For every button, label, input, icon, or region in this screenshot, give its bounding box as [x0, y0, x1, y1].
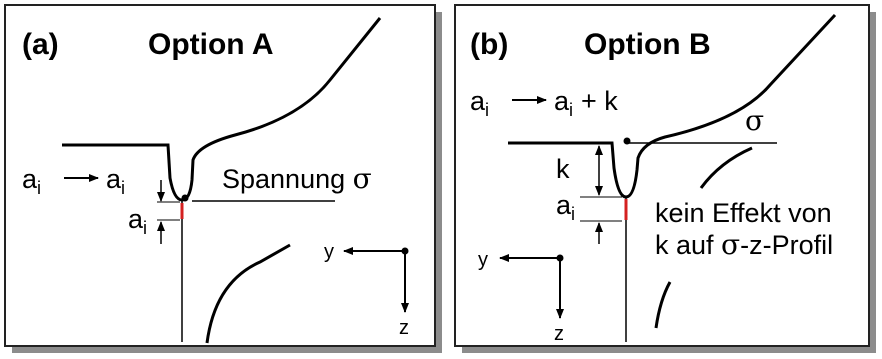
panel-b-frame	[454, 4, 870, 347]
panel-a-depth-label: ai	[128, 204, 147, 238]
panel-b-title: Option B	[584, 28, 711, 61]
panel-b-sigma-label: σ	[745, 104, 764, 137]
panel-a-z-label: z	[399, 317, 409, 339]
panel-a-origin-dot	[401, 247, 409, 255]
panel-b-z-label: z	[554, 323, 564, 345]
panel-b-upper-branch	[699, 146, 753, 189]
panel-b-k-label: k	[556, 154, 570, 184]
panel-a-map-to: ai	[106, 164, 125, 198]
panel-b-map-to: ai+ k	[554, 86, 618, 120]
panel-a-map-from: ai	[22, 164, 41, 198]
panel-a-surface-stress-curve	[62, 17, 382, 202]
panel-b: (b) Option B ai ai+ k k ai σ kein Effekt…	[454, 4, 876, 353]
panel-a-y-label: y	[324, 241, 334, 263]
panel-a-tag: (a)	[22, 28, 59, 61]
panel-b-tag: (b)	[470, 28, 508, 61]
panel-b-note-line2: k auf σ-z-Profil	[655, 228, 833, 261]
panel-a-stress-label: Spannung σ	[222, 162, 372, 195]
panel-b-map-from: ai	[470, 86, 489, 120]
panel-a-frame	[4, 4, 436, 347]
panel-a-lower-curve	[205, 243, 291, 344]
panel-b-origin-dot	[556, 254, 564, 262]
panel-b-surface-dot	[623, 137, 631, 145]
panel-a-title: Option A	[148, 28, 274, 61]
panel-b-note-line1: kein Effekt von	[655, 198, 832, 228]
panel-a-notch-dot	[181, 194, 189, 202]
panel-b-lower-branch	[654, 281, 672, 329]
panel-a: (a) Option A ai ai ai Spannung σ y z	[4, 4, 442, 353]
panel-b-y-label: y	[478, 249, 488, 271]
panel-b-depth-label: ai	[556, 190, 575, 224]
panel-b-surface-stress-curve	[508, 13, 837, 199]
